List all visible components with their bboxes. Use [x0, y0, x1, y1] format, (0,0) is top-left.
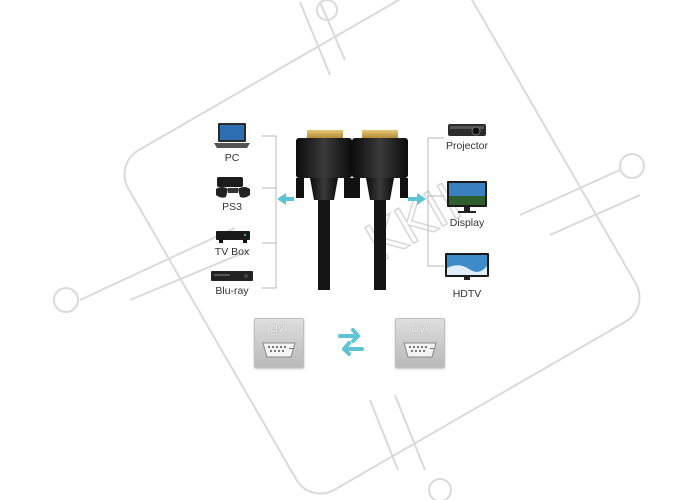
- source-tvbox: [215, 228, 251, 249]
- dvi-label-right: DVI: [411, 324, 429, 335]
- source-ps3: [214, 175, 252, 204]
- output-display: [446, 180, 488, 219]
- dvi-port-icon: [262, 342, 296, 358]
- dvi-connector-left: DVI: [254, 318, 304, 368]
- projector-icon: [448, 124, 486, 136]
- bluray-player-icon: [211, 271, 253, 281]
- output-hdtv: [444, 252, 490, 287]
- dvi-connector-right: DVI: [395, 318, 445, 368]
- source-label-ps3: PS3: [222, 201, 242, 213]
- source-label-bluray: Blu-ray: [215, 285, 249, 297]
- dvi-port-icon: [403, 342, 437, 358]
- right-connector: [352, 130, 408, 290]
- output-label-projector: Projector: [445, 140, 489, 152]
- display-icon: [447, 181, 487, 213]
- source-label-pc: PC: [224, 152, 240, 164]
- source-bluray: [210, 268, 254, 289]
- tv-box-icon: [216, 231, 250, 243]
- output-projector: [446, 120, 488, 145]
- source-label-tvbox: TV Box: [214, 246, 250, 258]
- laptop-icon: [214, 123, 250, 148]
- output-label-display: Display: [449, 217, 485, 229]
- swap-arrows-icon: [338, 328, 364, 356]
- output-label-hdtv: HDTV: [452, 288, 482, 300]
- right-arrow-icon: [417, 193, 426, 205]
- game-console-icon: [216, 177, 250, 198]
- left-connector: [296, 130, 352, 290]
- source-pc: [212, 122, 252, 155]
- dvi-label-left: DVI: [270, 324, 288, 335]
- hdtv-icon: [445, 253, 489, 280]
- left-arrow-icon: [277, 193, 286, 205]
